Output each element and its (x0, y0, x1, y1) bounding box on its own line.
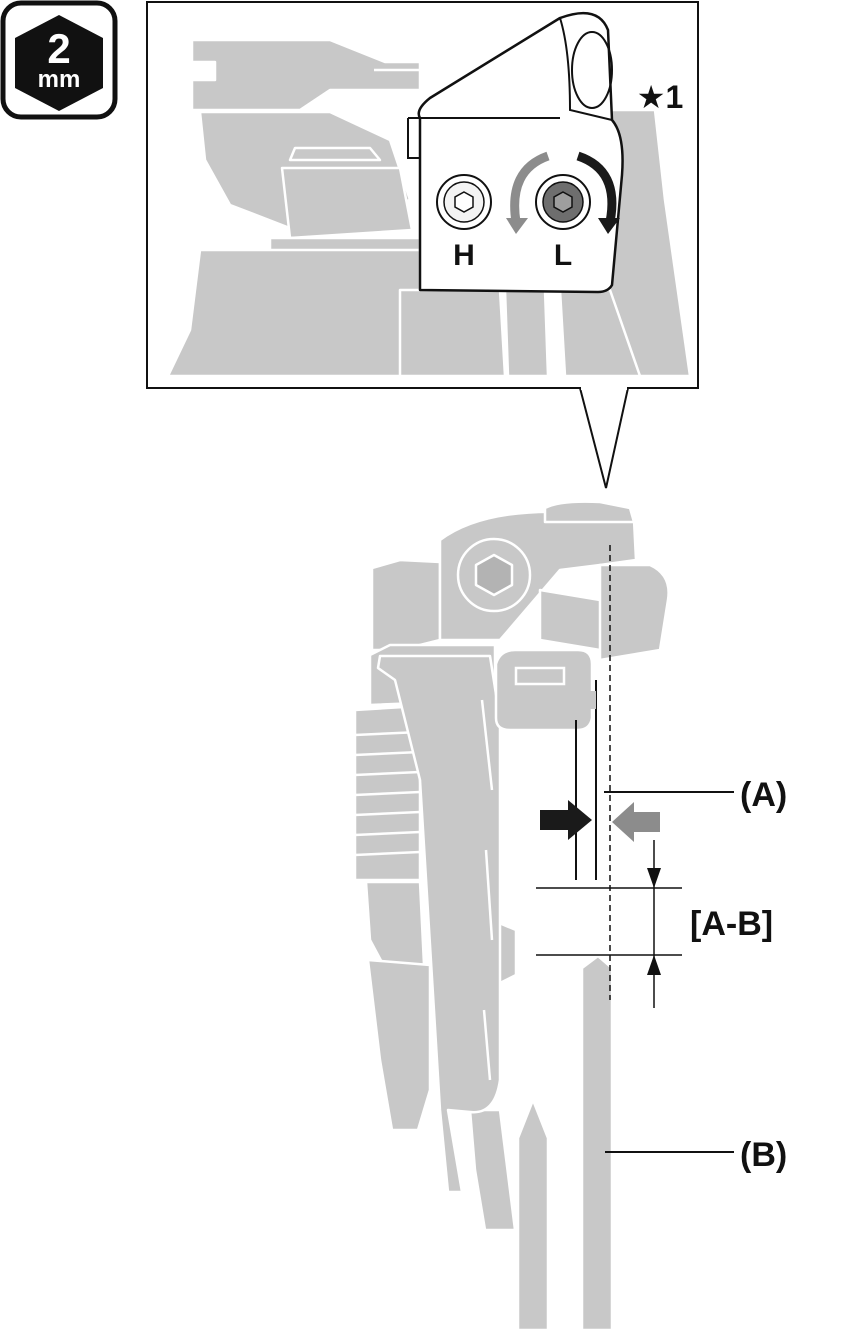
label-gap-a-b: [A-B] (690, 905, 773, 943)
hex-key-badge: 2 mm (0, 0, 118, 120)
derailleur-body (353, 500, 670, 1330)
screw-h-label: H (453, 239, 475, 272)
chainring-large (580, 954, 614, 1330)
inset-pointer (578, 387, 630, 489)
detail-inset: H L ★1 (146, 1, 699, 489)
screw-l-label: L (554, 239, 572, 272)
cage-outer-plate (376, 654, 502, 1194)
hex-icon (15, 15, 103, 111)
screw-l[interactable] (535, 174, 591, 230)
label-a: (A) (740, 776, 787, 814)
note-marker: ★1 (637, 79, 683, 115)
dimension-arrow-up-icon (647, 955, 661, 975)
hex-socket-icon (553, 191, 573, 213)
arrow-left-icon (612, 802, 660, 842)
label-b: (B) (740, 1136, 787, 1174)
rotate-clockwise-icon (576, 151, 617, 223)
tool-size-value: 2 (47, 25, 70, 72)
inset-background-parts (166, 38, 692, 378)
dimension-arrow-down-icon (647, 868, 661, 888)
measurement-annotations: (A) [A-B] (B) (536, 545, 787, 1174)
hex-socket-icon (454, 191, 474, 213)
rotate-counterclockwise-icon (510, 151, 550, 223)
tool-size-unit: mm (38, 66, 81, 93)
screw-h[interactable] (436, 174, 492, 230)
arrow-right-icon (540, 800, 592, 840)
chainring-small (516, 1098, 550, 1330)
